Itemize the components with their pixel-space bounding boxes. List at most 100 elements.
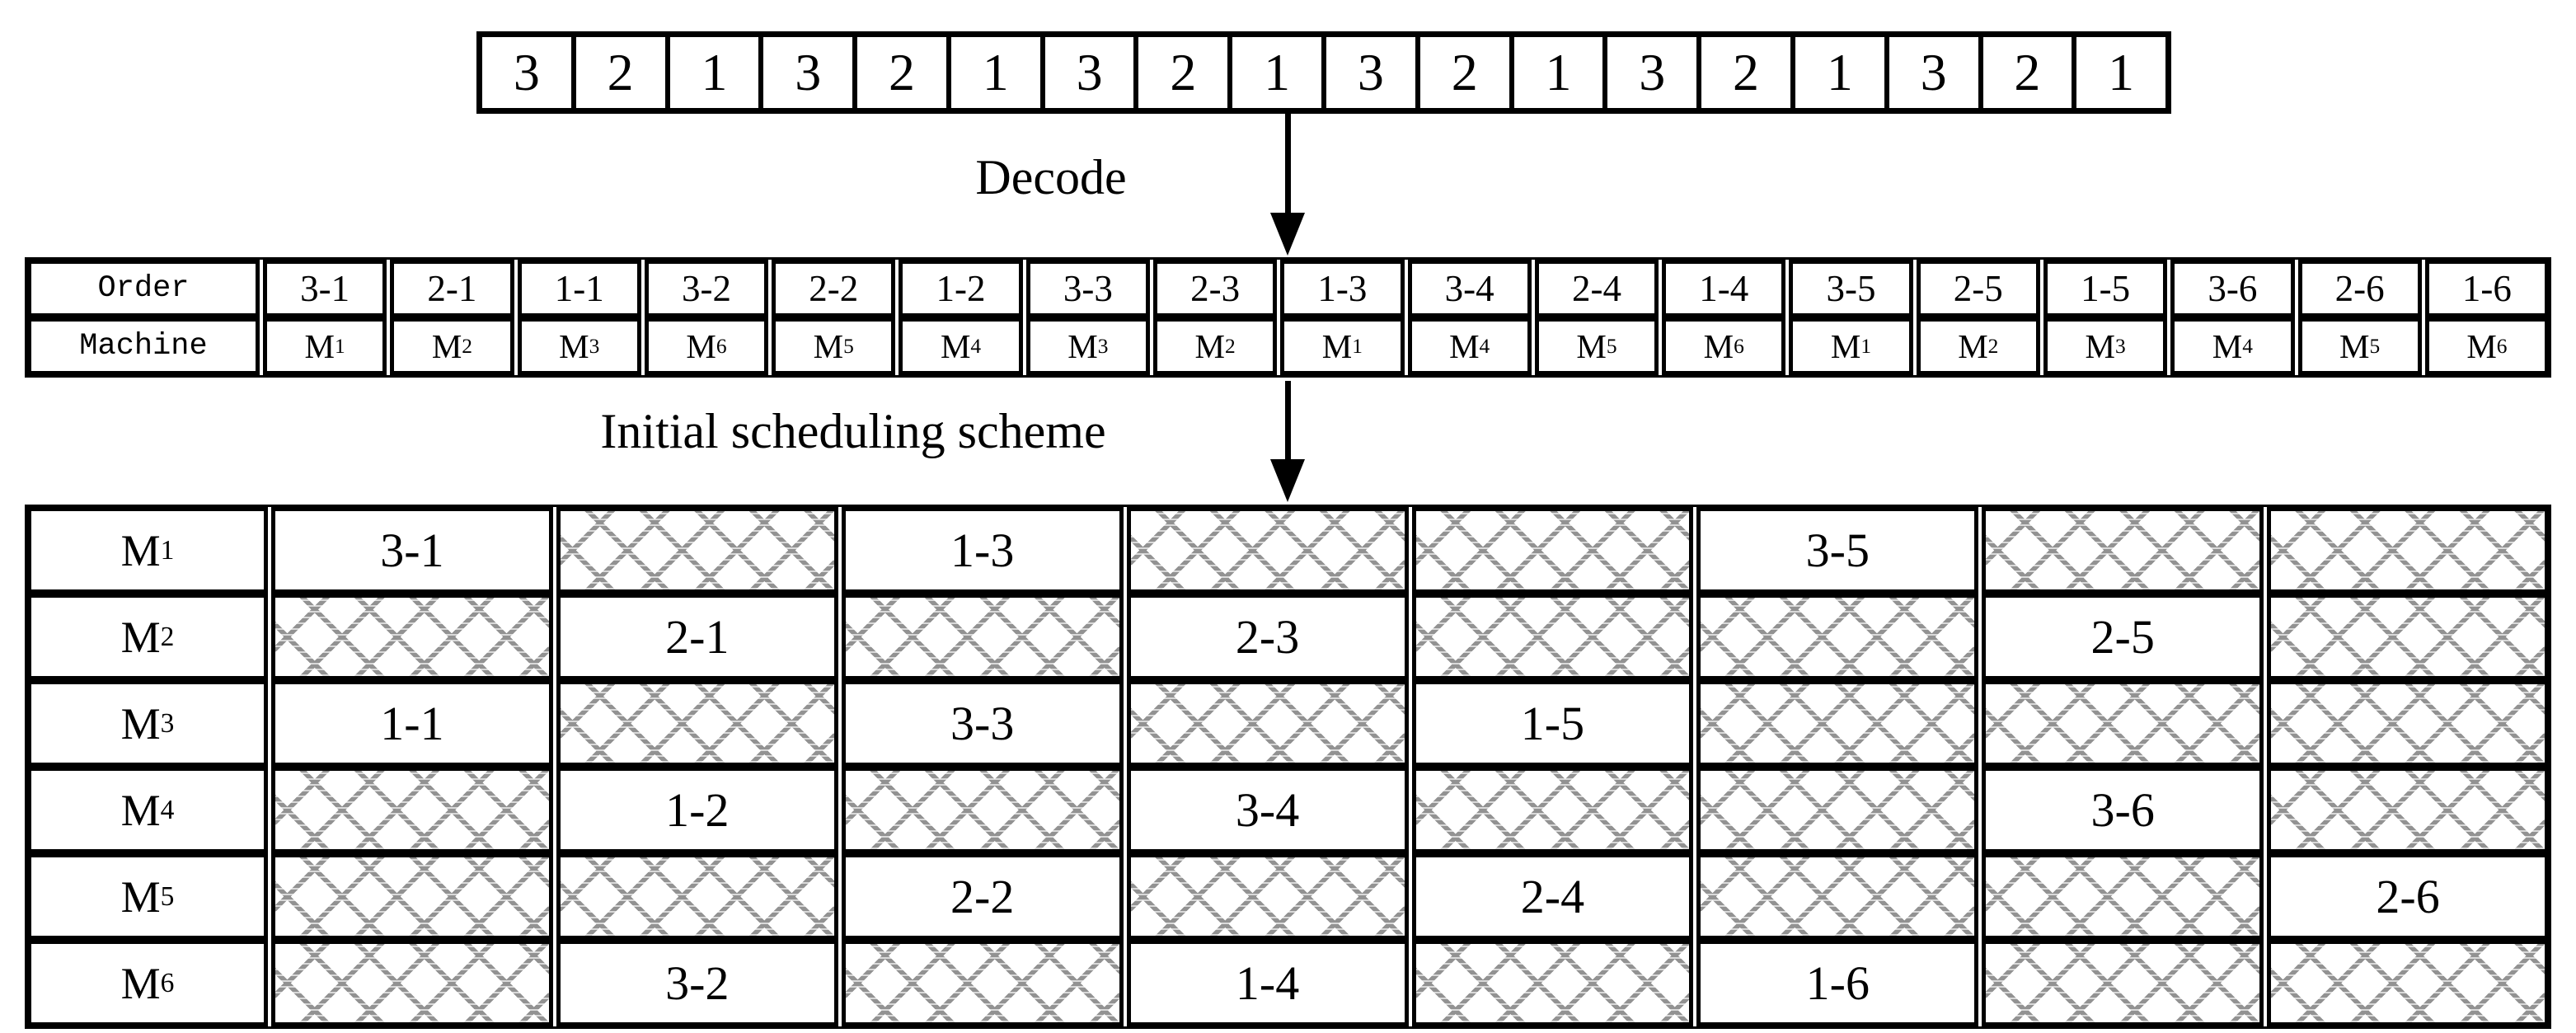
gantt-cell — [2267, 680, 2549, 767]
gantt-cell — [1696, 594, 1979, 680]
gantt-cell: 2-5 — [1982, 594, 2264, 680]
order-cell: 3-3 — [1025, 260, 1150, 317]
gene-cell: 2 — [852, 37, 946, 108]
gantt-cell: 3-2 — [556, 940, 838, 1026]
order-header-cell: Order — [27, 260, 260, 317]
gantt-cell: 1-6 — [1696, 940, 1979, 1026]
gene-cell: 1 — [2072, 37, 2165, 108]
decode-arrow-icon — [1285, 114, 1291, 217]
gene-cell: 3 — [1602, 37, 1696, 108]
gantt-cell: 1-5 — [1411, 680, 1694, 767]
gantt-cell — [2267, 594, 2549, 680]
gene-cell: 1 — [1509, 37, 1603, 108]
gantt-cell: 2-1 — [556, 594, 838, 680]
gantt-cell — [556, 680, 838, 767]
gantt-cell — [271, 594, 553, 680]
gantt-cell — [1126, 680, 1409, 767]
chromosome-strip: 3 2 1 3 2 1 3 2 1 3 2 1 3 2 1 3 2 1 — [476, 31, 2171, 114]
gantt-cell — [2267, 507, 2549, 594]
gene-cell: 1 — [945, 37, 1040, 108]
order-row: Order 3-1 2-1 1-1 3-2 2-2 1-2 3-3 2-3 1-… — [27, 260, 2550, 317]
gantt-cell — [271, 767, 553, 853]
gene-cell: 3 — [513, 43, 540, 101]
gantt-cell — [1411, 767, 1694, 853]
gantt-cell: 3-3 — [841, 680, 1124, 767]
gene-cell: 2 — [1696, 37, 1790, 108]
scheme-arrowhead-icon — [1270, 459, 1305, 502]
order-cell: 3-2 — [644, 260, 769, 317]
order-cell: 3-6 — [2170, 260, 2295, 317]
gene-cell: 2 — [1978, 37, 2072, 108]
gantt-cell — [841, 940, 1124, 1026]
gantt-cell: 3-4 — [1126, 767, 1409, 853]
gene-cell: 3 — [1039, 37, 1134, 108]
order-cell: 1-4 — [1662, 260, 1786, 317]
decode-label: Decode — [975, 150, 1127, 204]
gantt-cell — [841, 594, 1124, 680]
gantt-cell: 3-1 — [271, 507, 553, 594]
order-cell: 2-6 — [2297, 260, 2422, 317]
gantt-cell — [1126, 853, 1409, 940]
gene-cell: 2 — [1133, 37, 1227, 108]
order-cell: 1-1 — [517, 260, 641, 317]
gantt-cell — [1411, 594, 1694, 680]
order-cell: 2-3 — [1152, 260, 1278, 317]
gantt-cell: 2-3 — [1126, 594, 1409, 680]
gantt-cell: 2-4 — [1411, 853, 1694, 940]
gantt-cell — [1696, 853, 1979, 940]
gantt-cell — [1982, 680, 2264, 767]
gantt-cell — [556, 507, 838, 594]
gantt-cell — [1126, 507, 1409, 594]
gantt-cell — [1411, 507, 1694, 594]
decode-arrowhead-icon — [1270, 213, 1305, 256]
initial-scheduling-scheme-label: Initial scheduling scheme — [600, 404, 1106, 458]
gantt-cell — [1982, 853, 2264, 940]
gantt-cell — [1411, 940, 1694, 1026]
order-cell: 3-4 — [1407, 260, 1532, 317]
gene-cell: 3 — [1321, 37, 1415, 108]
gantt-cell: 2-2 — [841, 853, 1124, 940]
order-cell: 2-1 — [390, 260, 514, 317]
gantt-cell — [271, 940, 553, 1026]
gantt-cell — [2267, 940, 2549, 1026]
order-cell: 1-2 — [899, 260, 1023, 317]
order-cell: 2-5 — [1916, 260, 2040, 317]
gene-cell: 1 — [1227, 37, 1321, 108]
gantt-cell — [1696, 680, 1979, 767]
gantt-cell — [1982, 507, 2264, 594]
order-cell: 3-1 — [263, 260, 387, 317]
gantt-cell: 1-2 — [556, 767, 838, 853]
order-cell: 2-4 — [1534, 260, 1659, 317]
gene-cell: 3 — [1884, 37, 1978, 108]
gantt-cell — [556, 853, 838, 940]
order-cell: 2-2 — [772, 260, 896, 317]
order-cell: 1-5 — [2043, 260, 2168, 317]
gene-cell: 1 — [1790, 37, 1884, 108]
gene-cell: 2 — [570, 37, 665, 108]
